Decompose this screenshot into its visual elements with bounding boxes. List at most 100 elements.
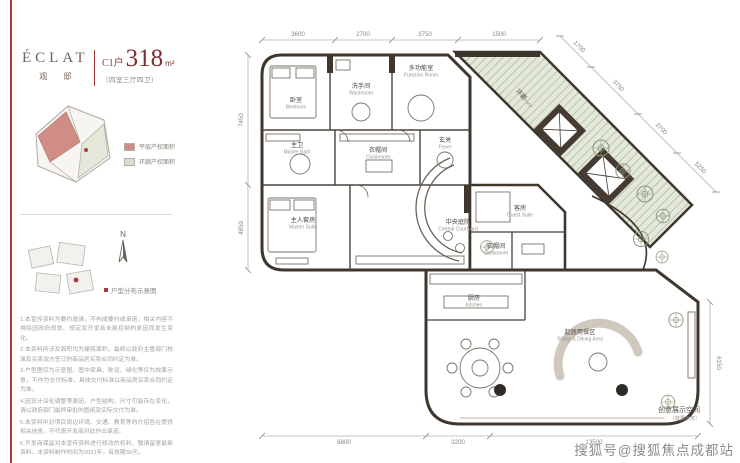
- svg-text:2700: 2700: [654, 122, 669, 137]
- corner-note-sub: （效果示意）: [670, 415, 700, 422]
- accent-red-line: [10, 0, 12, 463]
- svg-text:主人套房: 主人套房: [291, 216, 316, 224]
- legend-swatch-corridor: [124, 157, 135, 166]
- svg-text:5250: 5250: [693, 161, 708, 176]
- svg-text:Guest Suite: Guest Suite: [507, 213, 533, 219]
- unit-area-unit: m²: [165, 59, 175, 68]
- legend-item: 环廊产权面积: [124, 157, 175, 166]
- kitchen-island-icon: [443, 295, 509, 309]
- svg-text:Master Bath: Master Bath: [284, 150, 311, 156]
- brand-logo: ÉCLAT 观 邸: [22, 50, 89, 82]
- svg-text:Cloakroom: Cloakroom: [366, 155, 390, 161]
- column-icon: [494, 384, 506, 396]
- bed-icon: [267, 197, 317, 253]
- legend: 平层产权面积 环廊产权面积: [124, 142, 175, 172]
- bed-icon: [269, 65, 317, 119]
- wardrobe-icon: [355, 255, 465, 265]
- column-icon: [616, 384, 628, 396]
- svg-text:Master Suite: Master Suite: [289, 225, 317, 231]
- svg-text:Central Courtyard: Central Courtyard: [438, 227, 478, 233]
- bathtub-icon: [351, 102, 371, 122]
- svg-text:2700: 2700: [356, 31, 370, 38]
- bottom-wing: [424, 268, 700, 426]
- svg-text:7450: 7450: [238, 113, 245, 127]
- svg-text:1500: 1500: [492, 31, 506, 38]
- svg-text:中央庭院: 中央庭院: [446, 218, 471, 226]
- svg-text:3750: 3750: [418, 31, 432, 38]
- svg-text:Kitchen: Kitchen: [466, 303, 483, 309]
- svg-text:6150: 6150: [715, 356, 722, 370]
- sidebar-divider: [20, 214, 172, 215]
- siteplan-caption: 户型分布示意图: [104, 285, 157, 295]
- closet-island-icon: [521, 243, 545, 255]
- svg-text:3600: 3600: [291, 31, 305, 38]
- svg-text:卧室: 卧室: [290, 96, 302, 104]
- svg-text:6800: 6800: [337, 439, 351, 446]
- left-wing: [260, 53, 472, 272]
- svg-text:主卫: 主卫: [291, 141, 303, 149]
- siteplan-diagram: [27, 241, 95, 295]
- caption-marker-icon: [104, 288, 108, 292]
- svg-text:N: N: [120, 230, 126, 239]
- disclaimer-line: 1.本宣传资料为要约邀请，不构成要约或承诺，相关内容不排除因政府规划、规定及开发…: [20, 317, 173, 342]
- svg-text:Foyer: Foyer: [439, 145, 452, 151]
- svg-text:起居用餐区: 起居用餐区: [565, 328, 596, 336]
- unit-subtitle: （四室三厅四卫）: [102, 77, 158, 84]
- elevator-core-icon: [533, 103, 587, 157]
- disclaimer-line: 3.户型图仅为示意图，图中家具、陈设、绿化等仅为效果示意，不作为交付标准，具体交…: [20, 368, 173, 393]
- closet-island-icon: [365, 159, 393, 173]
- kitchen-counter-icon: [429, 273, 523, 285]
- legend-swatch-flat: [124, 142, 135, 151]
- unit-title: C1户 318 m² （四室三厅四卫）: [102, 46, 184, 84]
- svg-text:Function Room: Function Room: [404, 73, 438, 79]
- sofa-icon: [553, 318, 643, 381]
- svg-text:衣帽间: 衣帽间: [369, 146, 388, 154]
- dimension-lines: [244, 35, 720, 440]
- svg-text:多功能室: 多功能室: [409, 64, 434, 72]
- terrace-band: [451, 50, 694, 249]
- svg-text:3200: 3200: [451, 439, 465, 446]
- corner-note: 创意展示空间: [658, 405, 700, 414]
- svg-text:Bedroom: Bedroom: [286, 105, 306, 111]
- svg-text:3750: 3750: [611, 79, 626, 94]
- brand-subname: 观 邸: [39, 72, 79, 81]
- svg-text:客房: 客房: [514, 204, 526, 212]
- rug-icon: [407, 94, 435, 122]
- svg-text:厨房: 厨房: [468, 294, 480, 302]
- disclaimer-block: 1.本宣传资料为要约邀请，不构成要约或承诺，相关内容不排除因政府规划、规定及开发…: [20, 316, 173, 461]
- brand-name: ÉCLAT: [22, 50, 89, 66]
- door-arcs: [335, 129, 411, 198]
- keyplan-diagram: [35, 105, 111, 183]
- elevator-core-icon: [577, 147, 635, 205]
- disclaimer-line: 4.因设计深化调整等原因，户型结构、尺寸可能存在变化，请以政府部门最终审批的图纸…: [20, 398, 173, 414]
- unit-area-value: 318: [125, 45, 164, 72]
- disclaimer-line: 5.本资料中对项目周边环境、交通、教育等的介绍旨在提供相关信息，不代表开发商对此…: [20, 419, 173, 435]
- middle-wing: [468, 183, 648, 273]
- bed-icon: [475, 191, 511, 223]
- coffee-table-icon: [588, 352, 608, 372]
- foyer-table-icon: [436, 151, 454, 169]
- svg-text:13500: 13500: [585, 439, 603, 446]
- svg-text:1700: 1700: [572, 40, 587, 55]
- svg-text:Cloakroom: Cloakroom: [484, 251, 508, 257]
- svg-text:4850: 4850: [238, 221, 245, 235]
- compass-icon: N: [118, 230, 128, 263]
- dining-table-icon: [459, 347, 501, 389]
- svg-text:衣帽间: 衣帽间: [487, 242, 506, 250]
- disclaimer-line: 2.本资料所涉及面积均为建筑面积，最终以政府主管部门核准及买卖双方签订的商品房买…: [20, 347, 173, 363]
- unit-type: C1户: [102, 58, 124, 69]
- red-divider: [94, 50, 95, 86]
- svg-text:玄关: 玄关: [439, 136, 451, 144]
